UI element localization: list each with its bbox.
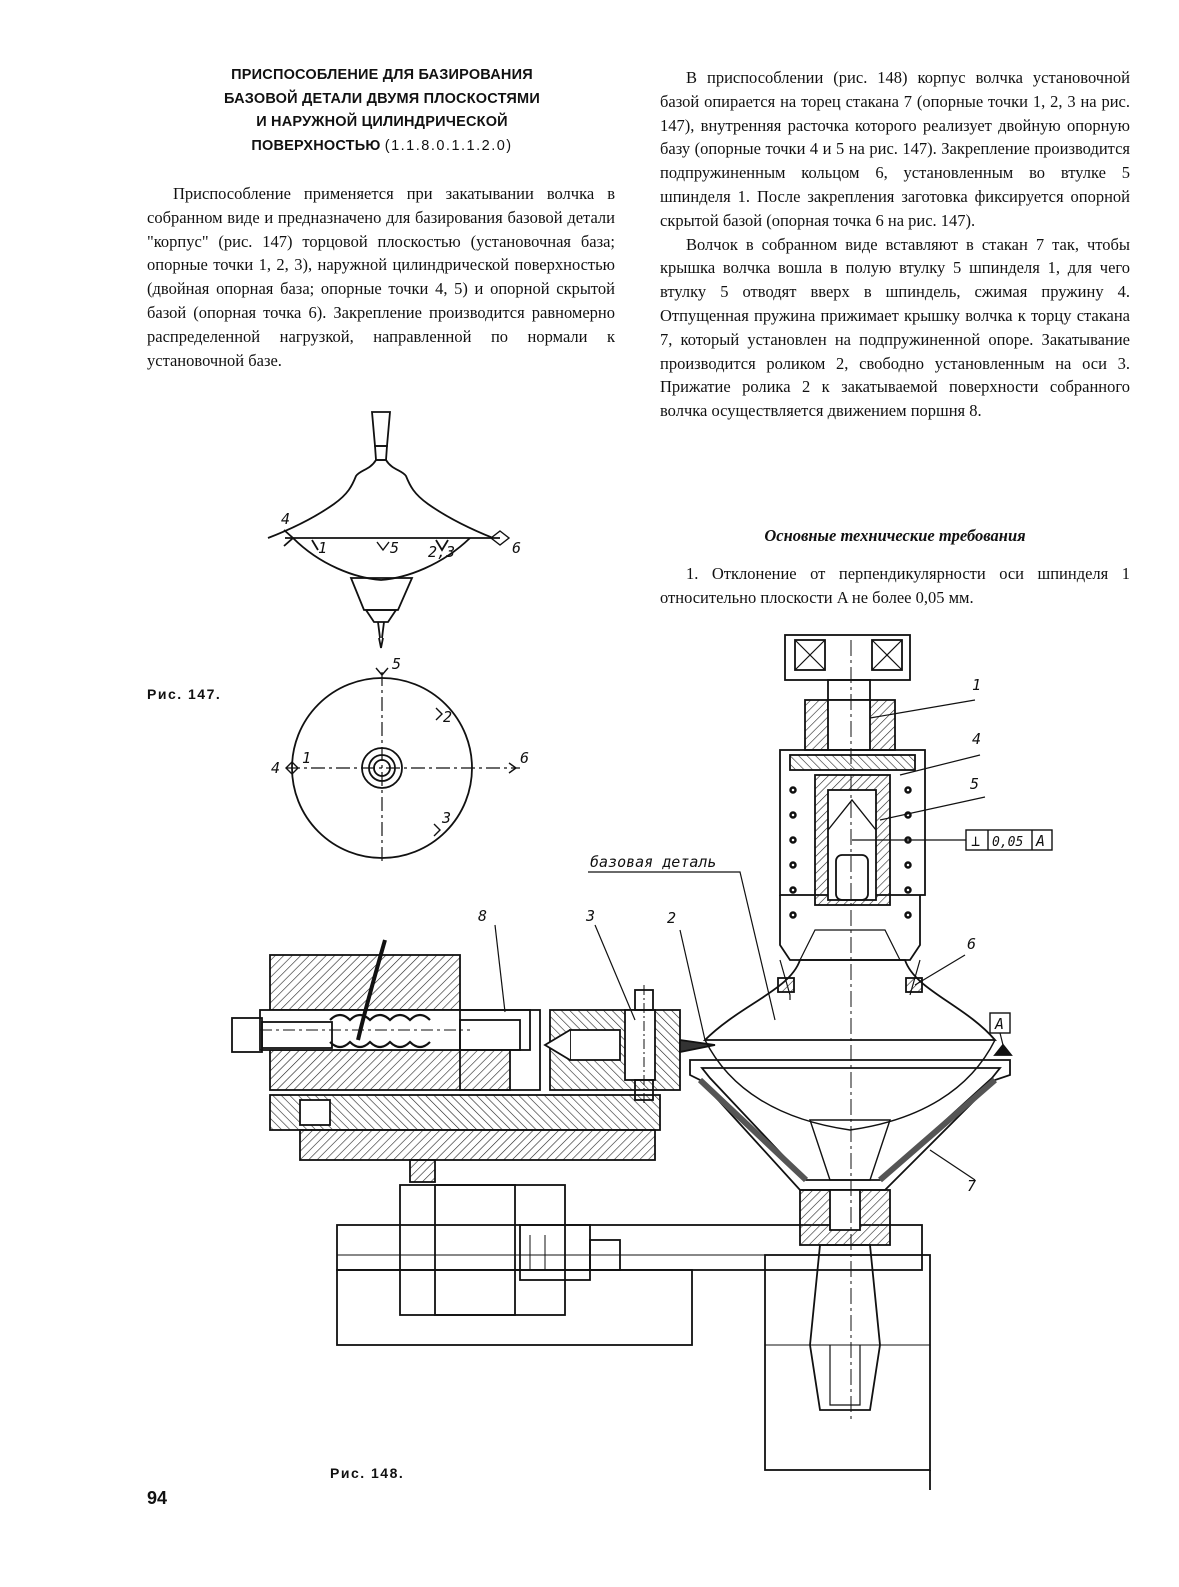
requirements-heading: Основные технические требования (764, 526, 1026, 545)
tolerance-symbol: ⊥ (971, 832, 980, 850)
title-line-3: И НАРУЖНОЙ ЦИЛИНДРИЧЕСКОЙ (256, 114, 508, 130)
figure-147-plan-view (285, 667, 520, 864)
fig147-label-23: 2,3 (428, 543, 455, 561)
fig148-label-7: 7 (967, 1177, 976, 1195)
description-paragraph-2: Волчок в собранном виде вставляют в стак… (660, 234, 1130, 421)
fig148-label-8: 8 (478, 907, 487, 925)
fig147-label-5: 5 (390, 539, 399, 557)
title-line-2: БАЗОВОЙ ДЕТАЛИ ДВУМЯ ПЛОСКОСТЯМИ (224, 90, 540, 107)
fig147-label-4: 4 (281, 510, 290, 528)
section-title: ПРИСПОСОБЛЕНИЕ ДЛЯ БАЗИРОВАНИЯ БАЗОВОЙ Д… (148, 64, 616, 158)
fig147-plan-label-4: 4 (271, 759, 280, 777)
fig147-label-1: 1 (318, 539, 327, 557)
title-line-1: ПРИСПОСОБЛЕНИЕ ДЛЯ БАЗИРОВАНИЯ (231, 67, 533, 83)
figure-148-caption: Рис. 148. (330, 1465, 405, 1481)
classification-code: (1.1.8.0.1.1.2.0) (384, 137, 513, 154)
left-column: Приспособление применяется при закатыван… (147, 182, 615, 372)
fig147-plan-label-1: 1 (302, 749, 311, 767)
fig148-label-6: 6 (967, 935, 976, 953)
requirements-block: 1. Отклонение от перпендикулярности оси … (660, 562, 1130, 610)
figure-148-assembly (231, 634, 1053, 1490)
intro-paragraph: Приспособление применяется при закатыван… (147, 184, 615, 370)
fig147-plan-label-6: 6 (520, 749, 529, 767)
fig148-label-4: 4 (972, 730, 981, 748)
tolerance-value: 0,05 (992, 835, 1023, 850)
requirement-1: 1. Отклонение от перпендикулярности оси … (660, 564, 1130, 607)
fig147-plan-label-3: 3 (441, 809, 451, 827)
figure-147-caption: Рис. 147. (147, 686, 222, 702)
tolerance-datum: A (1035, 832, 1045, 850)
fig148-label-5: 5 (970, 775, 979, 793)
fig148-label-base-detail: базовая деталь (590, 853, 716, 871)
fig147-plan-label-5: 5 (392, 655, 401, 673)
fig148-label-1: 1 (972, 676, 981, 694)
fig148-datum-a: A (994, 1015, 1004, 1033)
fig147-plan-label-2: 2 (443, 708, 452, 726)
fig148-label-2: 2 (667, 909, 676, 927)
description-paragraph-1: В приспособлении (рис. 148) корпус волчк… (660, 68, 1130, 230)
fig147-label-6: 6 (512, 539, 521, 557)
right-column: В приспособлении (рис. 148) корпус волчк… (660, 66, 1130, 423)
title-line-4: ПОВЕРХНОСТЬЮ (251, 137, 381, 154)
figure-147-side-view (267, 411, 511, 649)
page-number: 94 (147, 1488, 168, 1508)
fig148-label-3: 3 (585, 907, 595, 925)
